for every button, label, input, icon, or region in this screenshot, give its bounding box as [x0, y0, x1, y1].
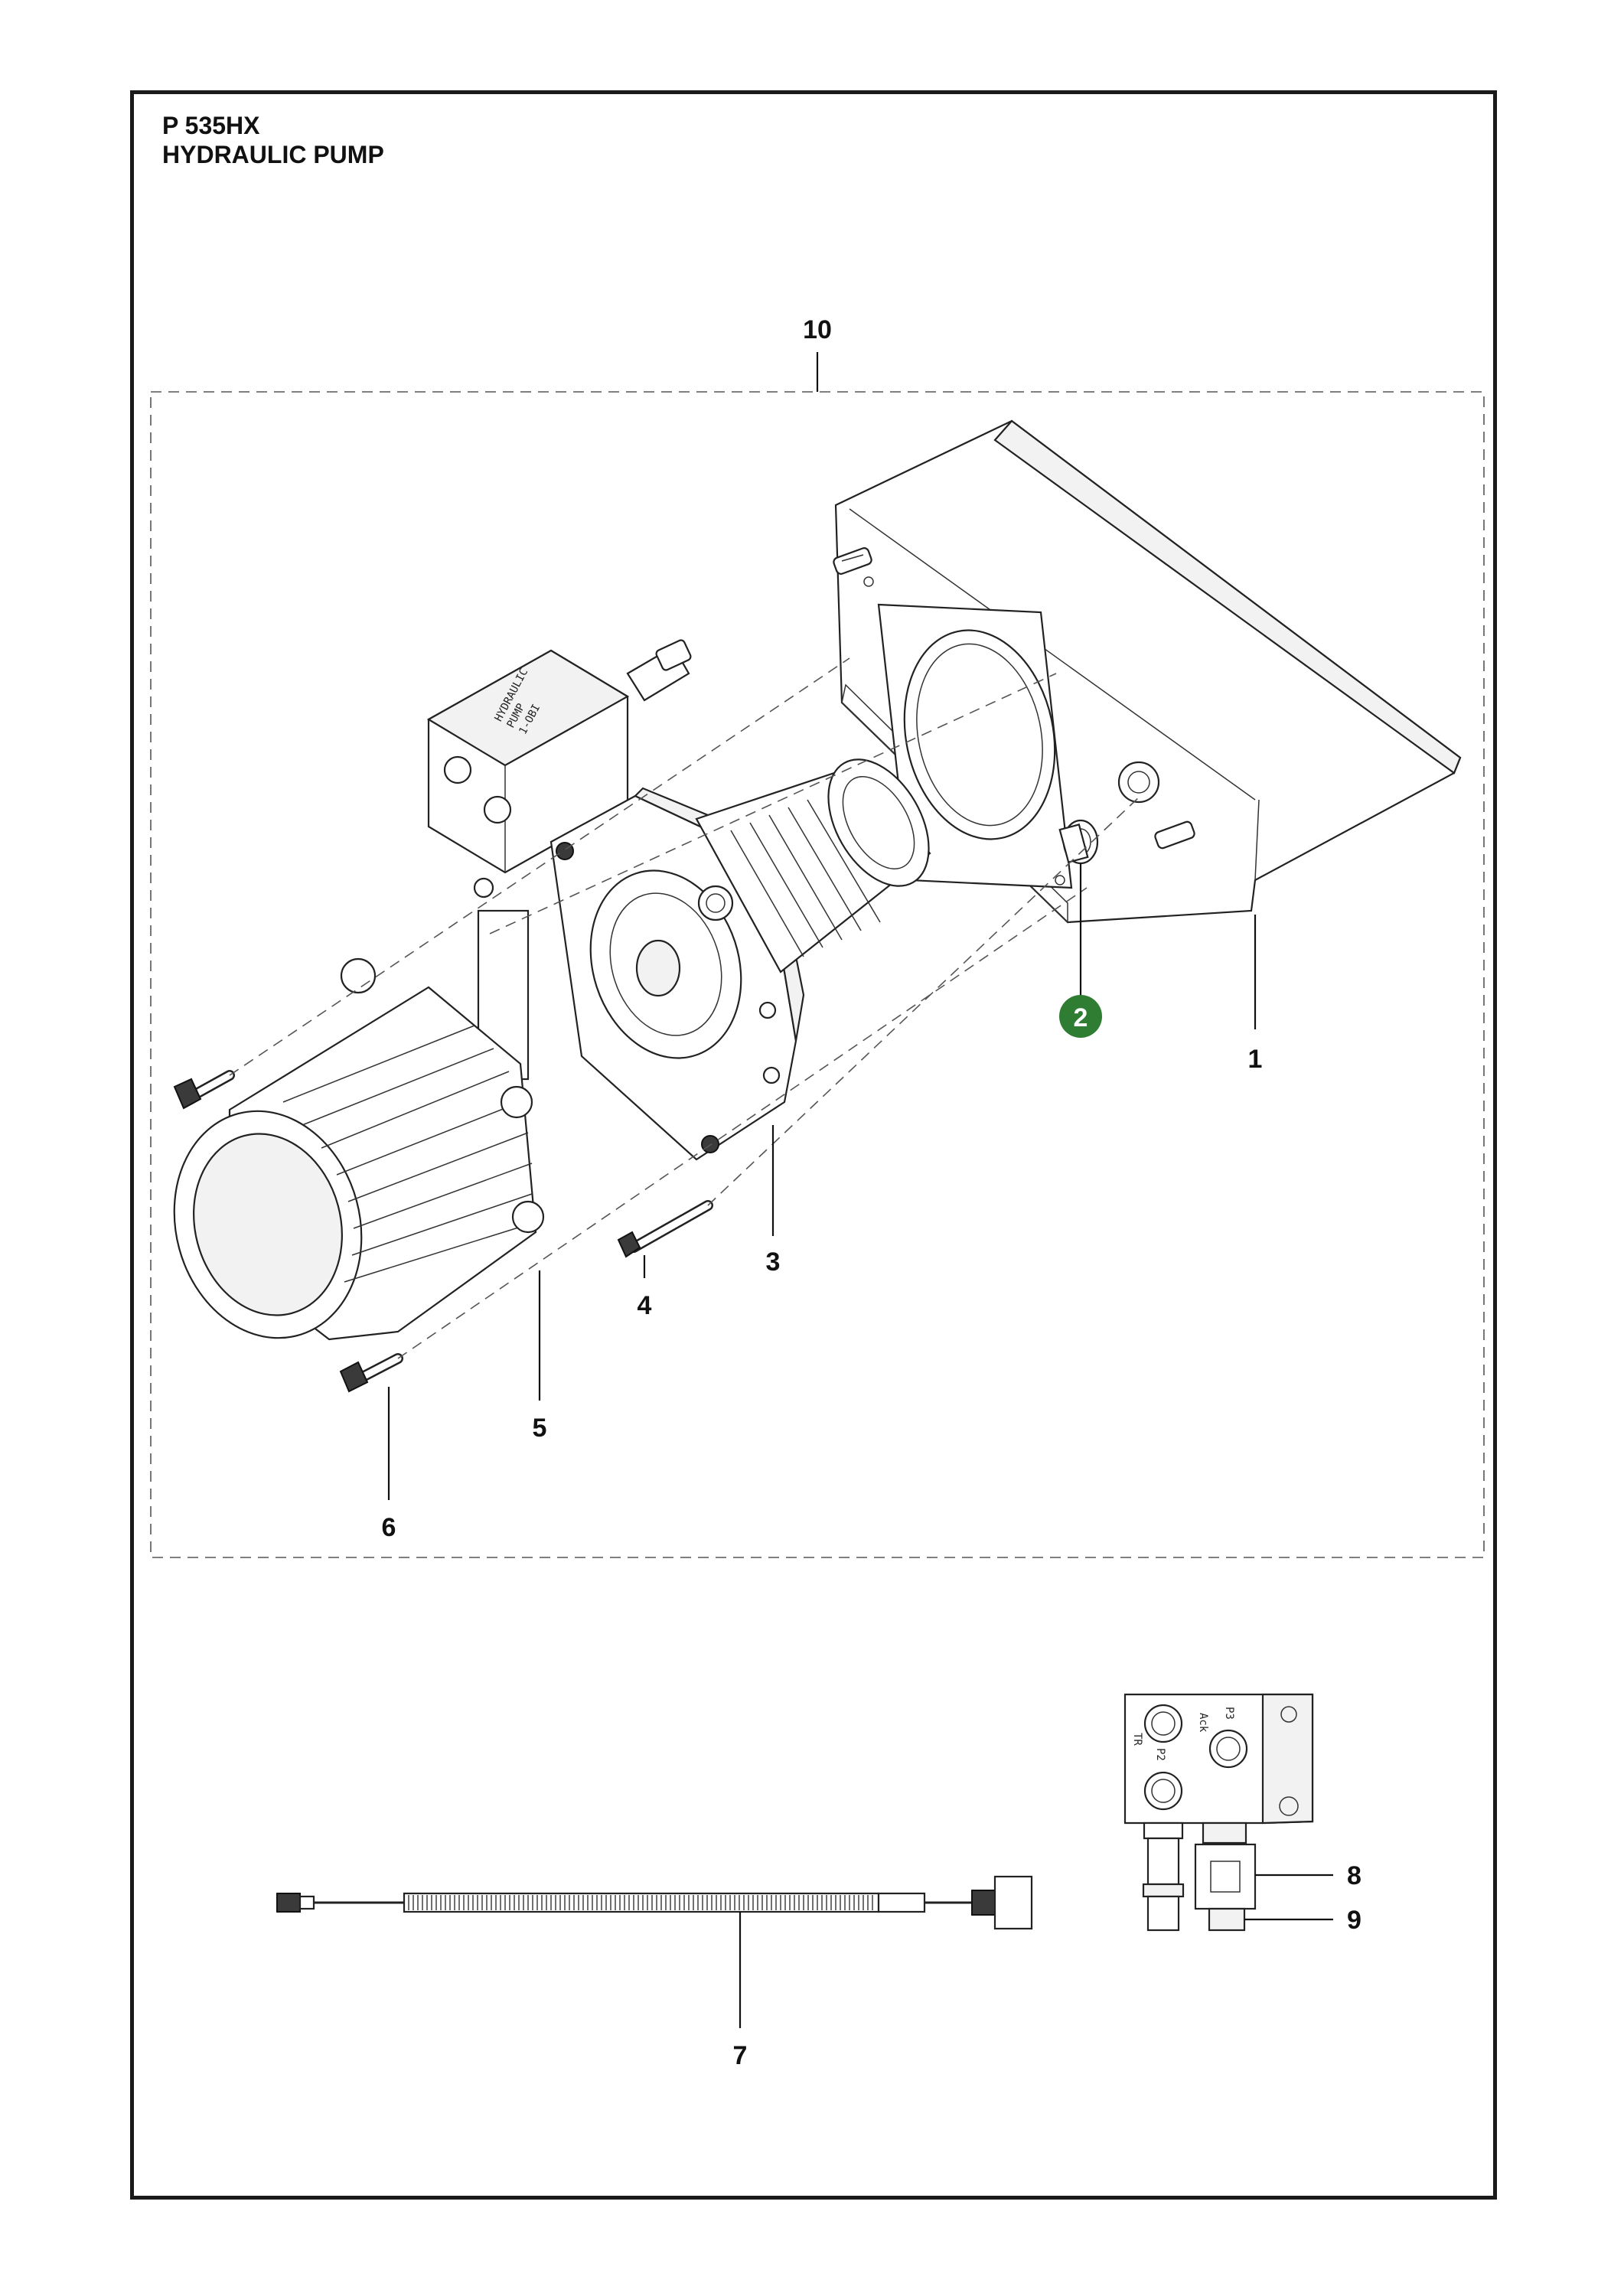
part-3-pump-body[interactable] — [549, 742, 950, 1161]
port-label-p2: P2 — [1154, 1748, 1166, 1761]
motor-cooling-fins — [282, 1025, 533, 1283]
callout-3: 3 — [766, 1247, 781, 1277]
pump-cooling-fins — [730, 799, 881, 957]
assembly-guide-lines — [229, 657, 1141, 1359]
callout-6: 6 — [382, 1513, 396, 1542]
part-4-bolt[interactable] — [617, 1200, 713, 1258]
callout-7: 7 — [733, 2041, 748, 2070]
part-9-coil-nut[interactable] — [1208, 1907, 1246, 1932]
valve-block: Ack P3 TR P2 — [1123, 1693, 1314, 1932]
model-name: P 535HX — [162, 112, 260, 139]
callout-4: 4 — [638, 1291, 652, 1320]
part-1-tank[interactable] — [833, 419, 1462, 924]
section-name: HYDRAULIC PUMP — [162, 141, 384, 168]
callout-8: 8 — [1347, 1861, 1361, 1890]
callout-2-highlighted[interactable]: 2 — [1059, 995, 1102, 1038]
hose-barb-lower — [1154, 820, 1195, 850]
hose-barb-upper — [833, 547, 872, 575]
drawing-frame — [130, 90, 1497, 2200]
callout-2-badge — [1059, 995, 1102, 1038]
port-label-ack: Ack — [1197, 1713, 1209, 1733]
part-8-solenoid-coil[interactable] — [1194, 1821, 1257, 1910]
leader-lines — [387, 863, 1333, 2028]
harness-corrugation — [408, 1895, 873, 1910]
callout-2: 2 — [1074, 1003, 1088, 1032]
port-label-p3: P3 — [1223, 1707, 1235, 1720]
part-7-wiring-harness[interactable] — [276, 1875, 1033, 1930]
callout-9: 9 — [1347, 1906, 1361, 1935]
callout-10: 10 — [803, 315, 832, 344]
part-6-bolt-lower[interactable] — [339, 1353, 403, 1393]
part-6-bolt-upper[interactable] — [173, 1070, 235, 1110]
callout-5: 5 — [533, 1414, 547, 1443]
pump-valve-block: HYDRAULIC PUMP 1-OBI — [426, 639, 692, 1081]
callout-1: 1 — [1248, 1045, 1263, 1074]
port-label-tr: TR — [1131, 1733, 1143, 1746]
part-5-electric-motor[interactable] — [149, 957, 545, 1359]
page-title: P 535HX HYDRAULIC PUMP — [162, 111, 384, 169]
